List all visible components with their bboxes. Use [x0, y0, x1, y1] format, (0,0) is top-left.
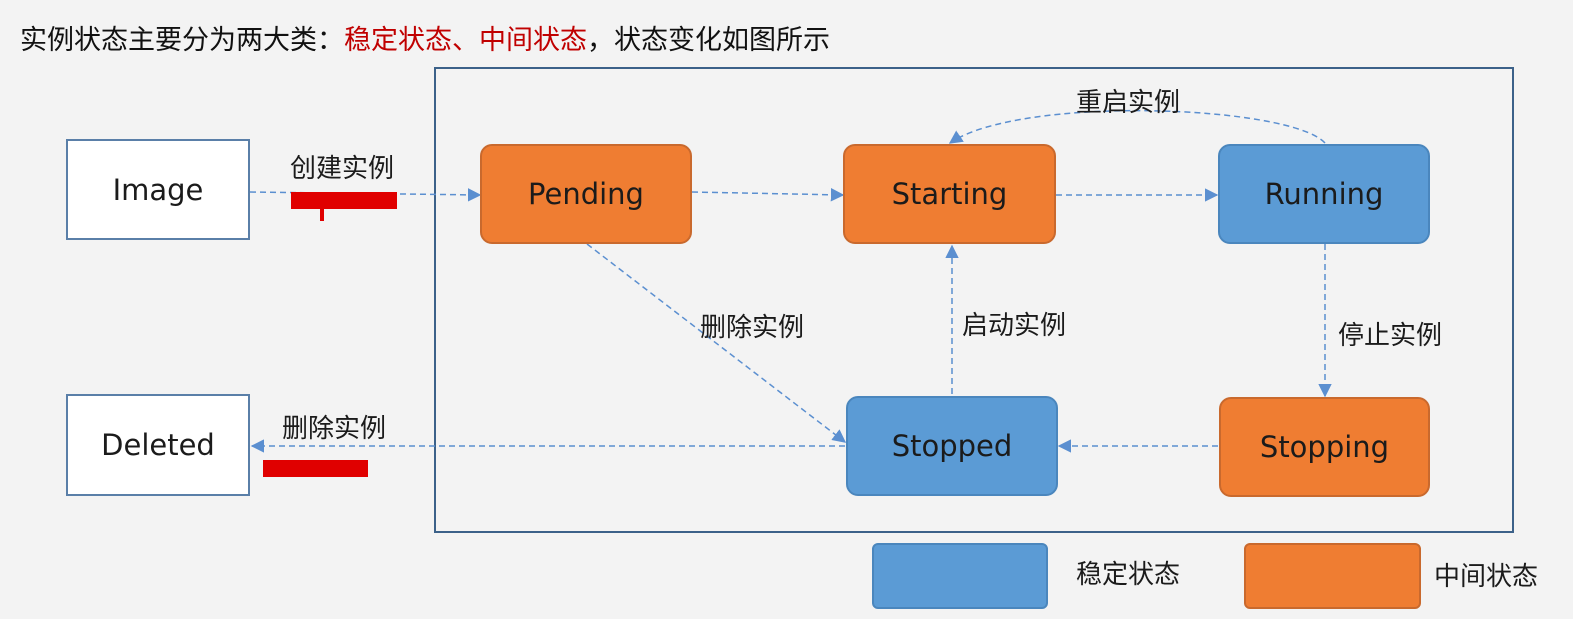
label-delete-from-stopped: 删除实例	[282, 414, 387, 444]
arrow-pending-to-stopped	[586, 243, 847, 443]
legend-stable-swatch	[872, 543, 1048, 609]
node-stopping: Stopping	[1219, 397, 1430, 497]
legend-intermediate-swatch	[1244, 543, 1421, 609]
label-stop-instance: 停止实例	[1338, 321, 1443, 351]
node-image: Image	[66, 139, 250, 240]
node-running: Running	[1218, 144, 1430, 244]
label-start-instance: 启动实例	[962, 311, 1067, 341]
label-delete-from-pending: 删除实例	[700, 313, 805, 343]
heading-suffix: ，状态变化如图所示	[587, 25, 830, 56]
heading-stable-term: 稳定状态	[344, 25, 452, 56]
highlight-mark-create-tick	[320, 205, 324, 221]
node-starting: Starting	[843, 144, 1056, 244]
heading-separator: 、	[452, 25, 479, 56]
arrow-running-to-starting-restart	[948, 109, 1326, 144]
heading-prefix: 实例状态主要分为两大类：	[20, 25, 344, 56]
highlight-mark-delete	[263, 460, 368, 477]
arrow-pending-to-starting	[691, 188, 845, 202]
node-pending: Pending	[480, 144, 692, 244]
diagram-heading: 实例状态主要分为两大类：稳定状态、中间状态，状态变化如图所示	[20, 18, 830, 57]
node-deleted: Deleted	[66, 394, 250, 496]
heading-intermediate-term: 中间状态	[479, 25, 587, 56]
label-create-instance: 创建实例	[290, 154, 395, 184]
legend-stable-label: 稳定状态	[1076, 560, 1181, 590]
legend-intermediate-label: 中间状态	[1434, 562, 1539, 592]
instance-lifecycle-frame	[434, 67, 1514, 533]
highlight-mark-create	[291, 192, 397, 209]
node-stopped: Stopped	[846, 396, 1058, 496]
label-restart-instance: 重启实例	[1076, 88, 1181, 118]
